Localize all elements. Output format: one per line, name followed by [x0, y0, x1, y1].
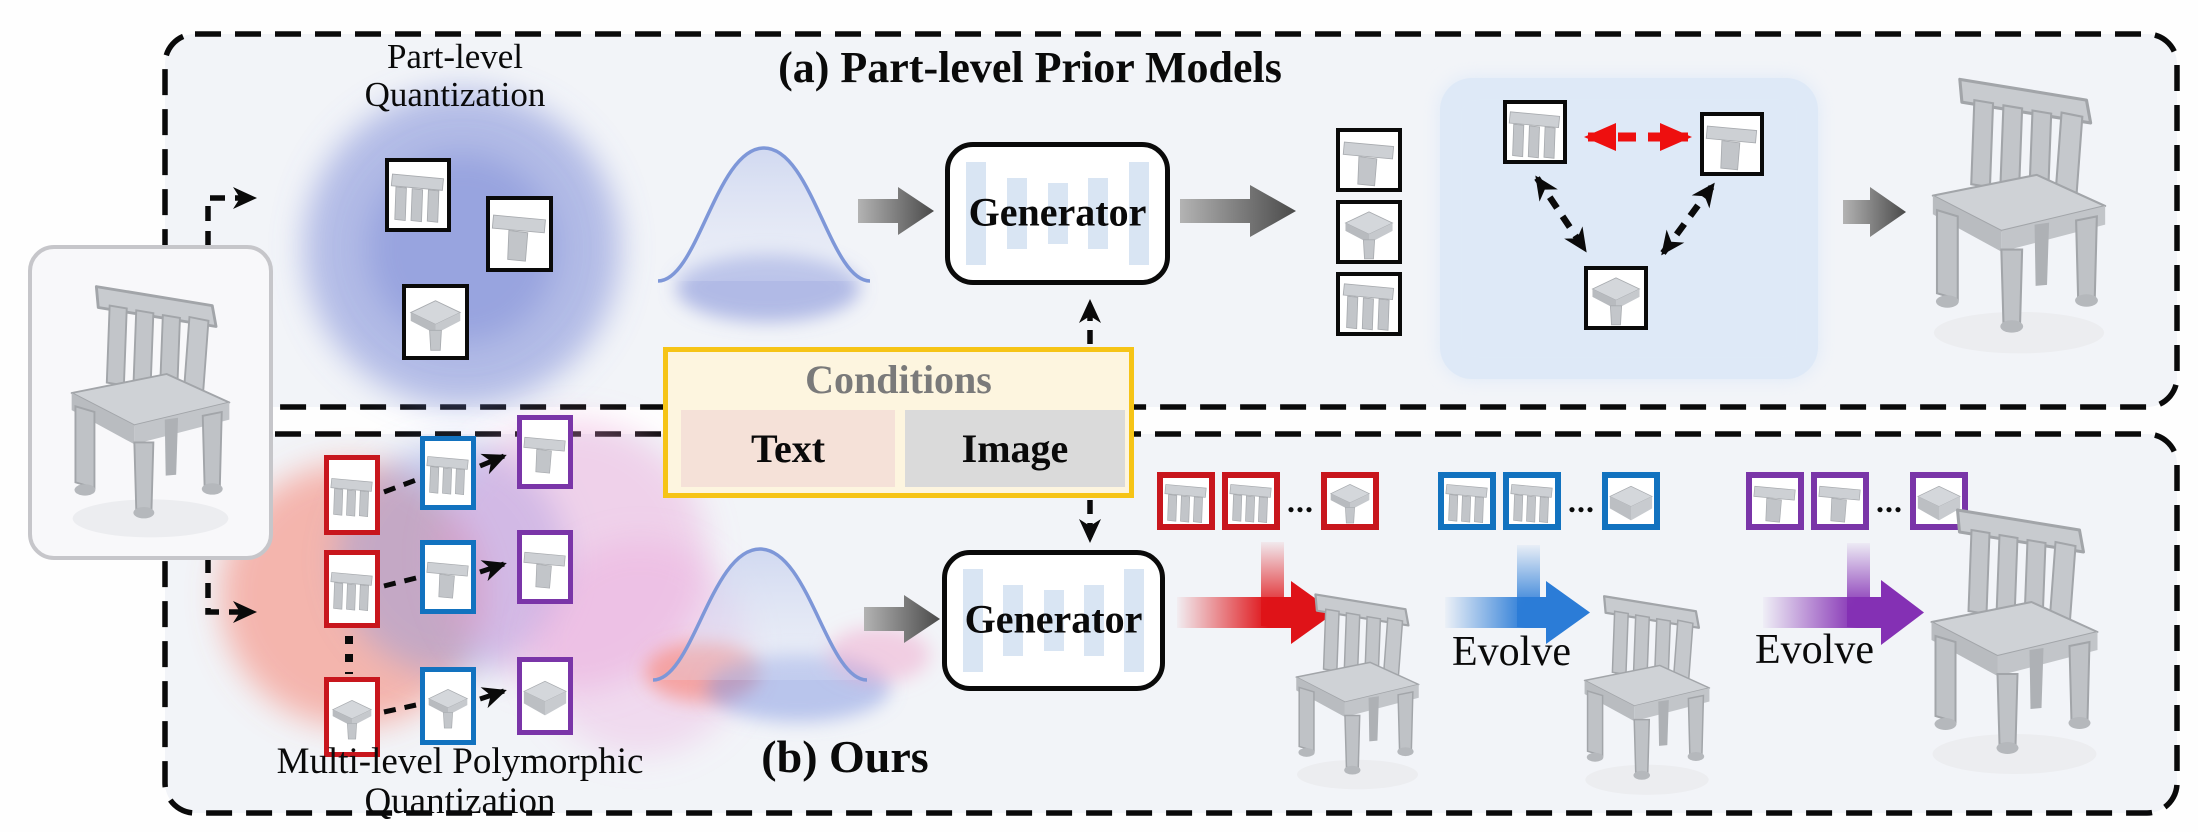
token-ellipsis: ... — [1287, 483, 1314, 519]
top-corner-icon — [1342, 141, 1395, 187]
back-slats-icon — [1229, 484, 1272, 523]
top-corner-icon — [523, 551, 566, 589]
relation-part-top-left — [1503, 100, 1567, 164]
generator-b-label: Generator — [964, 596, 1143, 642]
red-flow-arrow — [1177, 542, 1335, 644]
level1-token-row: ... — [1157, 472, 1379, 530]
part-level-quantization-line2: Quantization — [364, 74, 546, 114]
token-red-2 — [1222, 472, 1280, 530]
seat-corner-icon — [428, 689, 468, 729]
condition-chip-text: Text — [681, 410, 895, 487]
generator-b-bars — [963, 555, 1144, 686]
arrow-generator-a-to-parts — [1180, 185, 1296, 237]
arrow-gauss-to-generator-b — [864, 595, 940, 643]
level3-token-row: ... — [1746, 472, 1968, 530]
back-slats-icon — [1510, 484, 1553, 523]
grid-l3-r1 — [517, 415, 573, 489]
section-a-title: (a) Part-level Prior Models — [778, 43, 1282, 92]
back-slats-icon — [1342, 283, 1395, 331]
token-red-1 — [1157, 472, 1215, 530]
output-chair-a-icon — [1931, 77, 2107, 355]
back-slats-icon — [330, 478, 373, 517]
relation-part-top-right — [1700, 112, 1764, 176]
grid-l1-r3 — [324, 677, 380, 757]
arrow-gauss-to-generator-a — [858, 187, 934, 235]
section-b-title: (b) Ours — [761, 731, 929, 782]
back-slats-icon — [330, 572, 373, 611]
token-blue-1 — [1438, 472, 1496, 530]
input-shape-box — [28, 245, 273, 560]
input-to-section-a-arrow — [205, 187, 257, 246]
evolve-label-2: Evolve — [1755, 627, 1874, 673]
generator-a-label: Generator — [968, 189, 1147, 235]
generator-a-bars — [966, 147, 1149, 280]
token-ellipsis: ... — [1568, 483, 1595, 519]
input-chair-icon — [70, 285, 231, 539]
generated-part-2 — [1336, 200, 1402, 264]
generated-part-3 — [1336, 272, 1402, 336]
grid-l2-r2 — [420, 540, 476, 614]
gaussian-prior-a — [657, 146, 871, 322]
grid-l2-r3 — [420, 667, 476, 745]
token-red-3 — [1321, 472, 1379, 530]
part-thumb-top-corner — [486, 196, 553, 272]
evolve-label-1: Evolve — [1452, 629, 1571, 675]
grid-l3-r3 — [517, 657, 573, 735]
top-corner-icon — [1818, 485, 1861, 523]
token-blue-3 — [1602, 472, 1660, 530]
relation-arrow-right — [1660, 182, 1716, 256]
grid-level-connectors — [345, 453, 507, 715]
back-slats-icon — [1508, 111, 1561, 159]
grid-l1-r2 — [324, 550, 380, 628]
back-slats-icon — [390, 173, 444, 223]
part-level-quantization-label: Part-level Quantization — [280, 38, 630, 114]
seat-corner-icon — [523, 680, 567, 716]
back-slats-icon — [1445, 484, 1488, 523]
grid-l1-r1 — [324, 455, 380, 535]
part-thumb-back-slats — [385, 158, 451, 232]
token-purple-1 — [1746, 472, 1804, 530]
evolved-chair-3-icon — [1930, 508, 2099, 776]
grid-l3-r2 — [517, 530, 573, 604]
grid-l2-r1 — [420, 436, 476, 510]
evolved-chair-2-icon — [1583, 595, 1711, 796]
multilevel-quantization-label: Multi-level Polymorphic Quantization — [210, 742, 710, 822]
level2-token-row: ... — [1438, 472, 1660, 530]
top-corner-icon — [426, 561, 469, 599]
top-corner-icon — [1705, 125, 1758, 171]
token-purple-2 — [1811, 472, 1869, 530]
purple-flow-arrow — [1763, 543, 1924, 645]
generator-b-box: Generator — [942, 550, 1165, 691]
input-to-section-b-arrow — [205, 558, 257, 623]
conditions-title: Conditions — [805, 357, 992, 402]
token-ellipsis: ... — [1876, 483, 1903, 519]
evolved-chair-1-icon — [1295, 593, 1420, 791]
blue-flow-arrow — [1445, 545, 1590, 644]
seat-leg-icon — [1330, 484, 1370, 524]
multilevel-quantization-line1: Multi-level Polymorphic — [276, 741, 644, 782]
arrow-relation-to-output-a — [1843, 187, 1906, 237]
multilevel-quantization-line2: Quantization — [364, 780, 556, 822]
condition-chip-image: Image — [905, 410, 1125, 487]
top-corner-icon — [1753, 485, 1796, 523]
part-level-quantization-line1: Part-level — [386, 37, 524, 76]
token-purple-3 — [1910, 472, 1968, 530]
top-corner-icon — [523, 436, 566, 474]
token-blue-2 — [1503, 472, 1561, 530]
part-thumb-seat-leg — [402, 284, 469, 360]
generator-a-box: Generator — [945, 142, 1170, 285]
seat-corner-icon — [1592, 277, 1640, 326]
seat-corner-icon — [1609, 485, 1653, 521]
seat-leg-icon — [410, 300, 461, 351]
back-slats-icon — [1164, 484, 1207, 523]
back-slats-icon — [426, 456, 469, 495]
generated-part-1 — [1336, 128, 1402, 192]
relation-arrow-left — [1534, 175, 1588, 253]
relation-part-bottom — [1584, 266, 1648, 330]
conditions-box: Conditions Text Image — [663, 347, 1134, 498]
top-corner-icon — [491, 214, 546, 262]
seat-corner-icon — [1345, 211, 1393, 260]
